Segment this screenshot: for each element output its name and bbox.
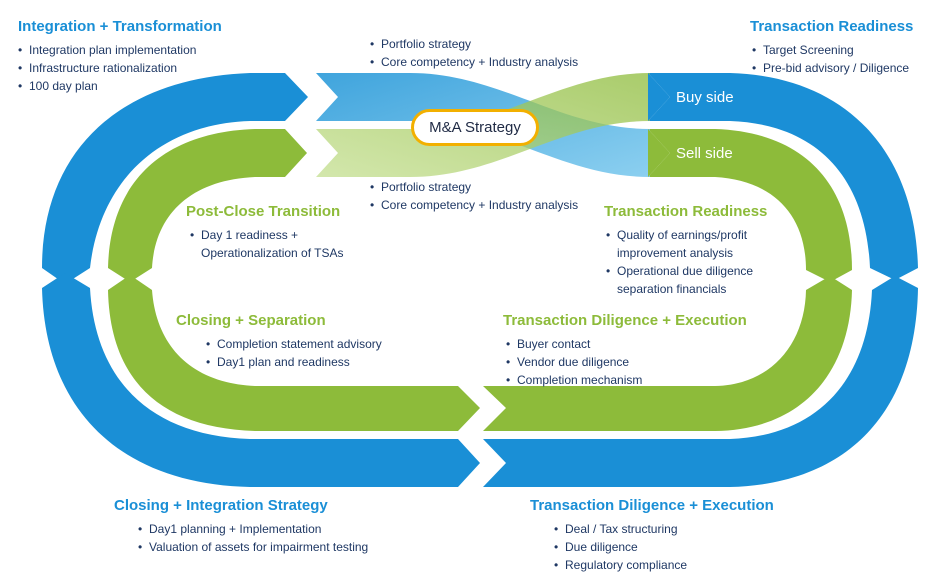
- list-item: •Buyer contact: [506, 337, 591, 351]
- list-item: •Day1 planning + Implementation: [138, 522, 322, 536]
- block-title: Transaction Diligence + Execution: [503, 312, 747, 329]
- block-title: Integration + Transformation: [18, 18, 222, 35]
- block-title: Post-Close Transition: [186, 203, 341, 220]
- list-item: •Valuation of assets for impairment test…: [138, 540, 369, 554]
- list-item: •Core competency + Industry analysis: [370, 198, 579, 212]
- inner-track-top-right: [648, 129, 852, 282]
- list-item: •Core competency + Industry analysis: [370, 55, 579, 69]
- block-portfolio-top: •Portfolio strategy •Core competency + I…: [370, 35, 578, 71]
- outer-track-top-left: [42, 73, 308, 284]
- list-item: •Deal / Tax structuring: [554, 522, 678, 536]
- block-portfolio-mid: •Portfolio strategy •Core competency + I…: [370, 178, 578, 214]
- center-strategy-label: M&A Strategy: [411, 109, 539, 146]
- list-item: •Portfolio strategy: [370, 180, 472, 194]
- block-integration-transformation: Integration + Transformation •Integratio…: [18, 18, 222, 95]
- block-closing-separation: Closing + Separation •Completion stateme…: [176, 312, 382, 371]
- inner-track-top-left: [108, 129, 307, 282]
- buy-side-arrow: [648, 73, 670, 121]
- list-item: •Completion statement advisory: [206, 337, 382, 351]
- sell-side-label: Sell side: [676, 145, 733, 162]
- list-item: •100 day plan: [18, 79, 98, 93]
- list-item: •Target Screening: [752, 43, 854, 57]
- list-item: •Vendor due diligence: [506, 355, 630, 369]
- list-item: •Integration plan implementation: [18, 43, 197, 57]
- block-title: Closing + Separation: [176, 312, 326, 329]
- block-title: Transaction Readiness: [750, 18, 914, 35]
- list-item: •Day1 plan and readiness: [206, 355, 350, 369]
- list-item: •Portfolio strategy: [370, 37, 472, 51]
- list-item: •Pre-bid advisory / Diligence: [752, 61, 910, 75]
- block-transaction-readiness-outer: Transaction Readiness •Target Screening …: [750, 18, 913, 77]
- block-title: Closing + Integration Strategy: [114, 497, 328, 514]
- list-item: •Due diligence: [554, 540, 638, 554]
- inner-track-bottom-left: [108, 275, 480, 431]
- buy-side-label: Buy side: [676, 89, 734, 106]
- block-transaction-readiness-inner: Transaction Readiness •Quality of earnin…: [604, 203, 767, 298]
- list-item: •Regulatory compliance: [554, 558, 688, 572]
- block-closing-integration: Closing + Integration Strategy •Day1 pla…: [114, 497, 368, 556]
- outer-track-bottom-right: [483, 276, 918, 487]
- block-diligence-outer: Transaction Diligence + Execution •Deal …: [530, 497, 774, 574]
- list-item: •Completion mechanism: [506, 373, 643, 387]
- inner-track-bottom-right: [483, 276, 852, 431]
- list-item: •Day 1 readiness + Operationalization of…: [190, 228, 344, 260]
- block-title: Transaction Diligence + Execution: [530, 497, 774, 514]
- sell-side-arrow: [648, 129, 670, 177]
- block-title: Transaction Readiness: [604, 203, 768, 220]
- list-item: •Infrastructure rationalization: [18, 61, 178, 75]
- list-item: •Quality of earnings/profit improvement …: [606, 228, 748, 260]
- outer-track-bottom-left: [42, 273, 480, 487]
- list-item: •Operational due diligence separation fi…: [606, 264, 754, 296]
- block-post-close: Post-Close Transition •Day 1 readiness +…: [186, 203, 344, 262]
- block-diligence-inner: Transaction Diligence + Execution •Buyer…: [503, 312, 747, 389]
- outer-track-top-right: [648, 73, 918, 280]
